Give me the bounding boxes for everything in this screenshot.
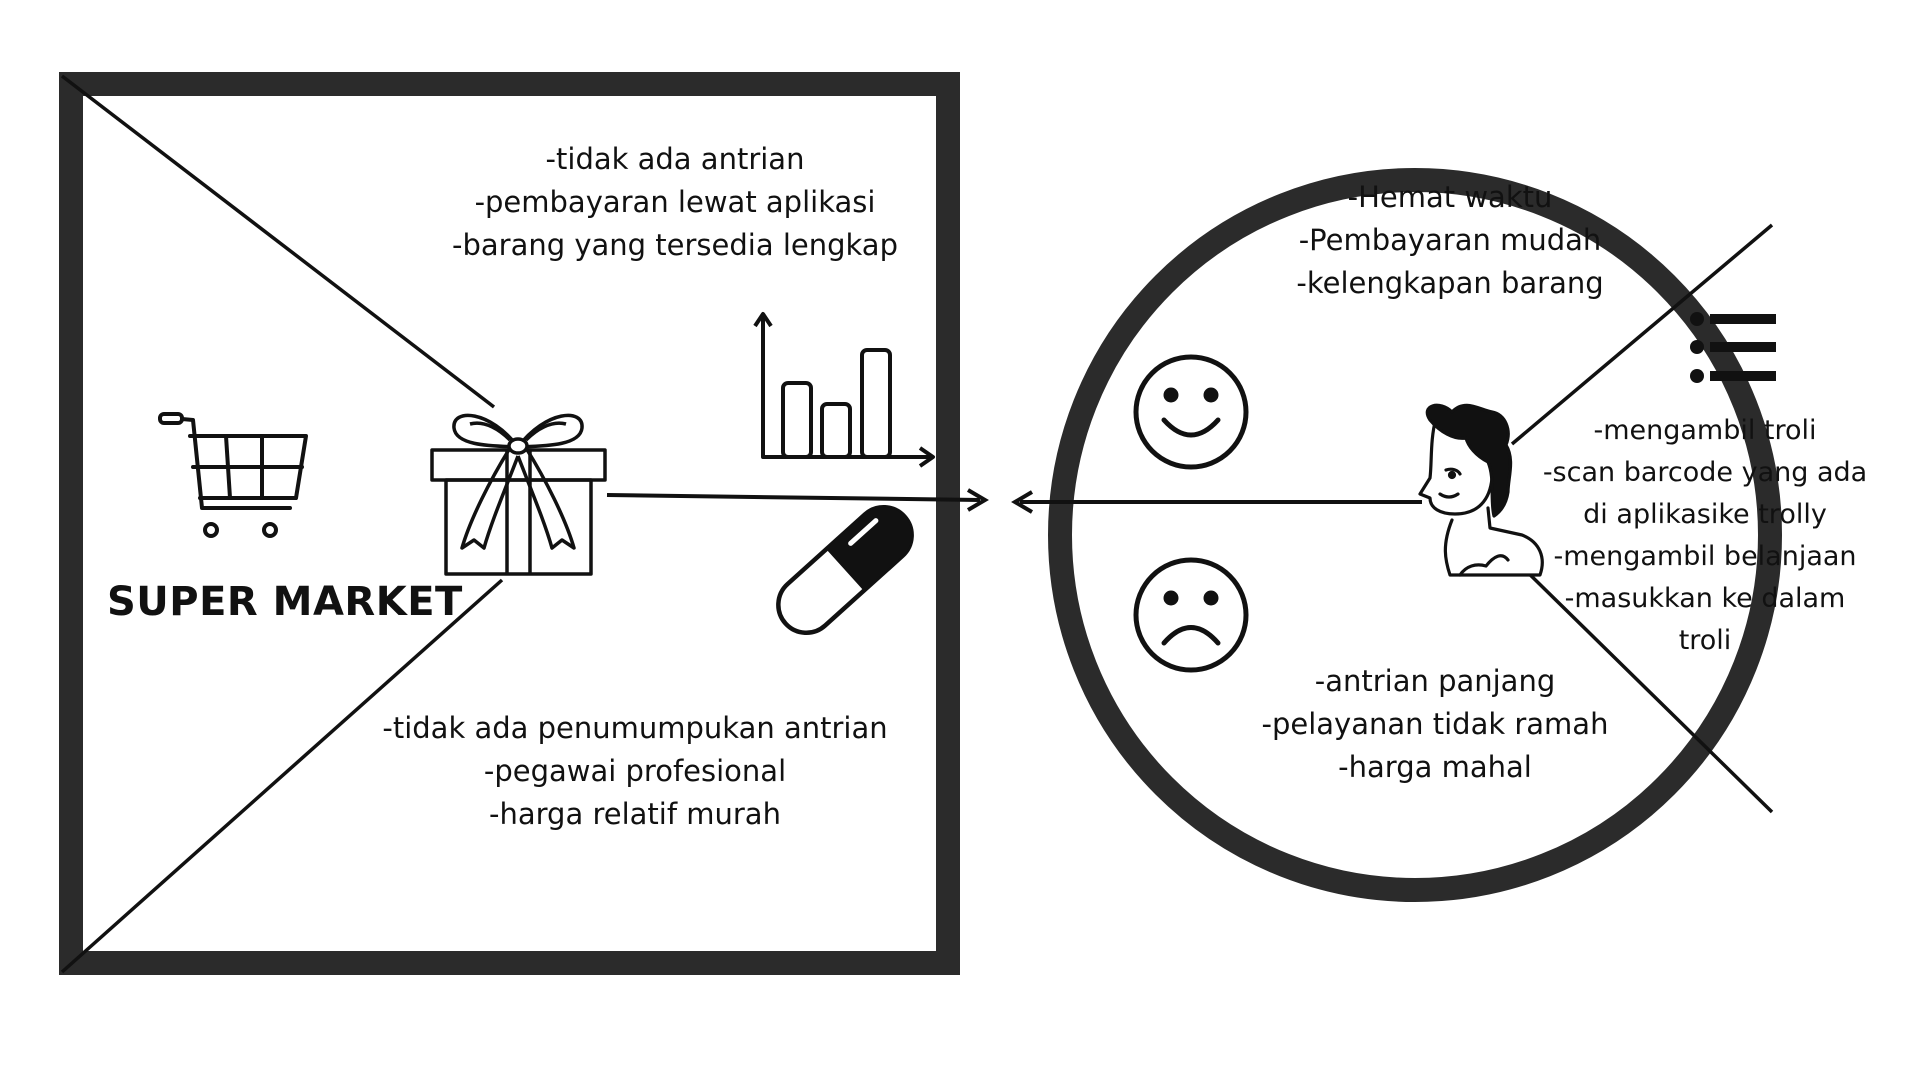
square-frame xyxy=(59,72,960,975)
job-line-1: -mengambil troli xyxy=(1593,415,1817,446)
pains-text: -antrian panjang -pelayanan tidak ramah … xyxy=(1225,660,1645,789)
pain-reliever-line-3: -harga relatif murah xyxy=(489,797,781,831)
gain-line-2: -Pembayaran mudah xyxy=(1298,223,1602,257)
sad-face-icon xyxy=(1133,557,1249,673)
bar-chart-icon xyxy=(753,312,935,468)
arrow-to-customer xyxy=(606,493,981,502)
gain-creators-text: -tidak ada antrian -pembayaran lewat apl… xyxy=(420,138,930,267)
capsule-pill-icon xyxy=(776,504,914,636)
pain-relievers-text: -tidak ada penumumpukan antrian -pegawai… xyxy=(340,707,930,836)
job-line-2: -scan barcode yang ada xyxy=(1542,457,1868,488)
job-line-6: troli xyxy=(1678,625,1732,656)
gain-creator-line-2: -pembayaran lewat aplikasi xyxy=(474,185,876,219)
pain-line-3: -harga mahal xyxy=(1338,750,1532,784)
happy-face-icon xyxy=(1133,354,1249,470)
pain-reliever-line-1: -tidak ada penumumpukan antrian xyxy=(382,711,888,745)
person-avatar-icon xyxy=(1418,403,1544,577)
gift-box-icon xyxy=(430,413,607,576)
square-diagonal-bottom xyxy=(60,578,504,974)
shopping-cart-icon xyxy=(158,412,308,538)
gain-line-3: -kelengkapan barang xyxy=(1296,266,1604,300)
pain-line-1: -antrian panjang xyxy=(1314,664,1556,698)
gain-creator-line-3: -barang yang tersedia lengkap xyxy=(452,228,898,262)
list-icon xyxy=(1690,312,1776,383)
customer-jobs-text: -mengambil troli -scan barcode yang ada … xyxy=(1530,410,1880,662)
circle-divider-upper xyxy=(1510,223,1774,446)
job-line-5: -masukkan ke dalam xyxy=(1564,583,1846,614)
square-diagonal-top xyxy=(60,74,496,409)
arrow-head-right xyxy=(966,488,989,512)
pain-reliever-line-2: -pegawai profesional xyxy=(483,754,787,788)
circle-divider-lower xyxy=(1510,555,1774,814)
pain-line-2: -pelayanan tidak ramah xyxy=(1261,707,1609,741)
job-line-4: -mengambil belanjaan xyxy=(1553,541,1857,572)
customer-profile-circle xyxy=(1011,168,1782,902)
gain-line-1: -Hemat waktu xyxy=(1347,180,1553,214)
circle-frame xyxy=(1048,168,1782,902)
gain-creator-line-1: -tidak ada antrian xyxy=(545,142,805,176)
gains-text: -Hemat waktu -Pembayaran mudah -kelengka… xyxy=(1240,176,1660,305)
supermarket-title: SUPER MARKET xyxy=(107,579,463,625)
arrow-head-left xyxy=(1011,490,1034,514)
value-map-square xyxy=(59,72,989,975)
job-line-3: di aplikasike trolly xyxy=(1583,499,1827,530)
